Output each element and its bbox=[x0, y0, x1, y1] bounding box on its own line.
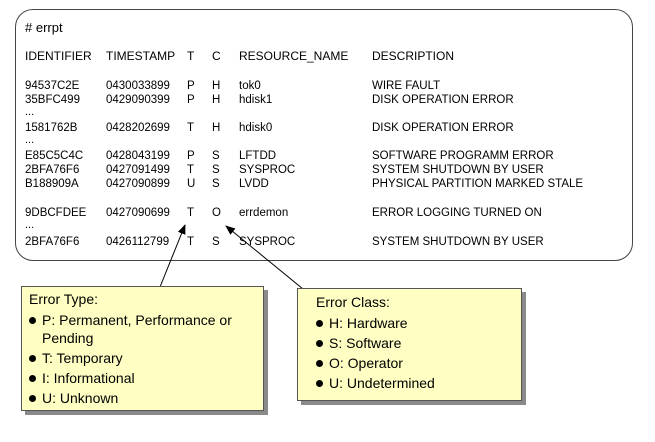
row-class: O bbox=[212, 207, 221, 219]
header-description: DESCRIPTION bbox=[372, 49, 455, 63]
row-type: T bbox=[187, 122, 195, 134]
row-timestamp: 0429090399 bbox=[106, 94, 170, 106]
row-class: H bbox=[212, 122, 221, 134]
bullet-icon bbox=[29, 317, 36, 324]
row-description: DISK OPERATION ERROR bbox=[372, 94, 514, 106]
command-prompt: # errpt bbox=[25, 20, 63, 35]
legend-item: T: Temporary bbox=[29, 349, 259, 367]
row-resource: hdisk1 bbox=[239, 94, 273, 106]
legend-item-text: S: Software bbox=[329, 335, 402, 351]
row-resource: errdemon bbox=[239, 207, 289, 219]
error-class-legend: Error Class: H: Hardware S: Software O: … bbox=[297, 288, 522, 401]
errpt-output-panel: # errpt IDENTIFIER TIMESTAMP T C RESOURC… bbox=[15, 9, 633, 261]
error-type-legend: Error Type: P: Permanent, Performance or… bbox=[21, 286, 264, 411]
legend-item: P: Permanent, Performance or Pending bbox=[29, 311, 259, 347]
legend-item-text: U: Undetermined bbox=[329, 375, 435, 391]
row-resource: SYSPROC bbox=[239, 236, 296, 248]
row-class: H bbox=[212, 80, 221, 92]
row-identifier: 2BFA76F6 bbox=[25, 164, 80, 176]
bullet-icon bbox=[316, 320, 323, 327]
legend-item: U: Unknown bbox=[29, 389, 259, 407]
legend-item: U: Undetermined bbox=[316, 374, 516, 392]
row-identifier: 9DBCFDEE bbox=[25, 207, 87, 219]
bullet-icon bbox=[29, 375, 36, 382]
row-type: T bbox=[187, 236, 195, 248]
row-resource: tok0 bbox=[239, 80, 261, 92]
row-identifier: 35BFC499 bbox=[25, 94, 80, 106]
row-type: T bbox=[187, 207, 195, 219]
row-identifier: B188909A bbox=[25, 178, 79, 190]
row-type: T bbox=[187, 164, 195, 176]
row-identifier: E85C5C4C bbox=[25, 150, 84, 162]
error-type-arrow bbox=[159, 224, 186, 288]
bullet-icon bbox=[316, 360, 323, 367]
row-class: S bbox=[212, 178, 220, 190]
row-timestamp: 0427091499 bbox=[106, 164, 170, 176]
bullet-icon bbox=[29, 355, 36, 362]
row-timestamp: 0426112799 bbox=[106, 236, 170, 248]
error-type-title: Error Type: bbox=[29, 291, 98, 307]
error-class-title: Error Class: bbox=[316, 294, 390, 310]
legend-item: H: Hardware bbox=[316, 314, 516, 332]
row-class: S bbox=[212, 150, 220, 162]
bullet-icon bbox=[316, 380, 323, 387]
row-ellipsis: ... bbox=[25, 106, 35, 118]
row-description: ERROR LOGGING TURNED ON bbox=[372, 207, 542, 219]
row-class: S bbox=[212, 164, 220, 176]
row-timestamp: 0430033899 bbox=[106, 80, 170, 92]
header-class: C bbox=[212, 49, 221, 63]
row-description: DISK OPERATION ERROR bbox=[372, 122, 514, 134]
row-timestamp: 0428043199 bbox=[106, 150, 170, 162]
row-resource: LVDD bbox=[239, 178, 269, 190]
row-identifier: 94537C2E bbox=[25, 80, 80, 92]
header-type: T bbox=[187, 49, 195, 63]
legend-item-text: P: Permanent, Performance or Pending bbox=[42, 312, 232, 346]
error-class-arrow bbox=[225, 225, 304, 290]
legend-item: O: Operator bbox=[316, 354, 516, 372]
legend-item-text: I: Informational bbox=[42, 370, 135, 386]
row-description: WIRE FAULT bbox=[372, 80, 441, 92]
row-timestamp: 0427090699 bbox=[106, 207, 170, 219]
header-timestamp: TIMESTAMP bbox=[106, 49, 176, 63]
bullet-icon bbox=[29, 395, 36, 402]
bullet-icon bbox=[316, 340, 323, 347]
legend-item-text: O: Operator bbox=[329, 355, 403, 371]
row-identifier: 2BFA76F6 bbox=[25, 236, 80, 248]
row-description: SYSTEM SHUTDOWN BY USER bbox=[372, 164, 544, 176]
row-type: P bbox=[187, 80, 195, 92]
row-ellipsis: ... bbox=[25, 134, 35, 146]
row-timestamp: 0427090899 bbox=[106, 178, 170, 190]
header-identifier: IDENTIFIER bbox=[25, 49, 92, 63]
row-description: SOFTWARE PROGRAMM ERROR bbox=[372, 150, 554, 162]
row-class: H bbox=[212, 94, 221, 106]
legend-item: S: Software bbox=[316, 334, 516, 352]
legend-item: I: Informational bbox=[29, 369, 259, 387]
row-resource: LFTDD bbox=[239, 150, 277, 162]
row-resource: hdisk0 bbox=[239, 122, 273, 134]
row-description: SYSTEM SHUTDOWN BY USER bbox=[372, 236, 544, 248]
legend-item-text: H: Hardware bbox=[329, 315, 408, 331]
header-resource-name: RESOURCE_NAME bbox=[239, 49, 349, 63]
row-type: P bbox=[187, 94, 195, 106]
row-class: S bbox=[212, 236, 220, 248]
row-timestamp: 0428202699 bbox=[106, 122, 170, 134]
row-description: PHYSICAL PARTITION MARKED STALE bbox=[372, 178, 584, 190]
row-type: P bbox=[187, 150, 195, 162]
row-resource: SYSPROC bbox=[239, 164, 296, 176]
row-identifier: 1581762B bbox=[25, 122, 78, 134]
legend-item-text: T: Temporary bbox=[42, 350, 123, 366]
row-ellipsis: ... bbox=[25, 219, 35, 231]
row-type: U bbox=[187, 178, 196, 190]
legend-item-text: U: Unknown bbox=[42, 390, 119, 406]
